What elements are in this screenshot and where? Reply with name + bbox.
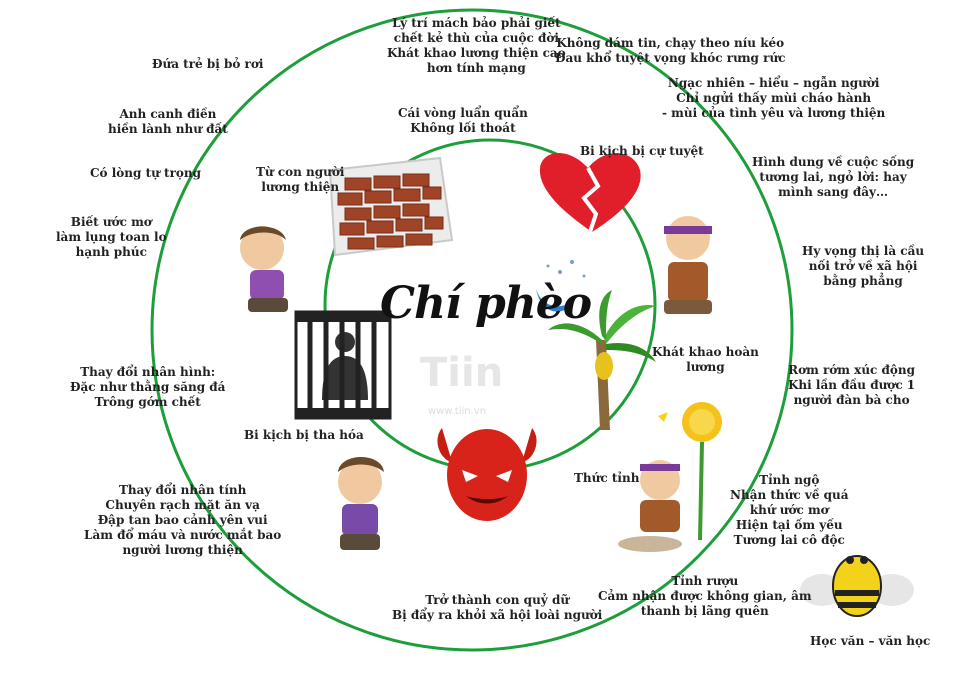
label-forsaken: Đứa trẻ bị bỏ rơi [152, 57, 264, 71]
label-devil: Trở thành con quỷ dữ Bị đẩy ra khỏi xã h… [392, 593, 603, 622]
character-sitting-icon [240, 226, 288, 312]
label-awaken: Thức tỉnh [574, 471, 640, 485]
label-hope: Hy vọng thị là cầu nối trở về xã hội bằn… [802, 244, 925, 288]
label-dream: Biết ước mơ làm lụng toan lo hạnh phúc [56, 215, 167, 259]
character-devil-icon [338, 457, 384, 550]
label-imagine: Hình dung về cuộc sống tương lai, ngỏ lờ… [752, 155, 915, 199]
bee-icon [800, 555, 914, 617]
label-farmhand: Anh canh điền hiền lành như đất [108, 107, 228, 136]
label-surprise: Ngạc nhiên – hiểu – ngẫn người Chỉ ngửi … [662, 76, 886, 120]
label-personality: Thay đổi nhân tính Chuyên rạch mặt ăn vạ… [84, 483, 282, 557]
sunflower-icon [658, 402, 722, 541]
broken-heart-icon [539, 152, 641, 233]
diagram-title: Chí phèo [380, 278, 592, 329]
label-reason: Lý trí mách bảo phải giết chết kẻ thù củ… [387, 16, 566, 75]
brick-wall-icon [328, 156, 454, 257]
character-sober-icon [618, 460, 682, 552]
label-degraded: Bi kịch bị tha hóa [244, 428, 364, 442]
label-selfrespect: Có lòng tự trọng [90, 166, 202, 180]
label-moved: Rơm rớm xúc động Khi lần đầu được 1 ngườ… [788, 363, 916, 407]
label-appearance: Thay đổi nhân hình: Đặc như thằng săng đ… [70, 365, 226, 409]
label-viciouscircle: Cái vòng luẩn quẩn Không lối thoát [398, 106, 528, 135]
devil-icon [437, 428, 537, 521]
label-longing: Khát khao hoàn lương [652, 345, 759, 374]
watermark-url: www.tiin.vn [428, 406, 487, 417]
outer-ring [150, 8, 794, 652]
character-woman-icon [664, 216, 712, 314]
label-sober: Tỉnh ngộ Nhận thức về quá khứ ước mơ Hiệ… [730, 473, 849, 547]
label-notbelieve: Không dám tin, chạy theo níu kéo Đau khổ… [555, 36, 786, 65]
prison-icon [294, 310, 392, 420]
label-drunk: Tỉnh rượu Cảm nhận được không gian, âm t… [598, 574, 812, 618]
label-goodman: Từ con người lương thiện [256, 165, 345, 194]
watermark-logo: Tiin [420, 350, 504, 396]
moon-stars-icon [536, 260, 586, 312]
credit-text: Học văn – văn học [810, 634, 931, 648]
label-rejected: Bi kịch bị cự tuyệt [580, 144, 704, 158]
banana-tree-icon [548, 290, 656, 430]
